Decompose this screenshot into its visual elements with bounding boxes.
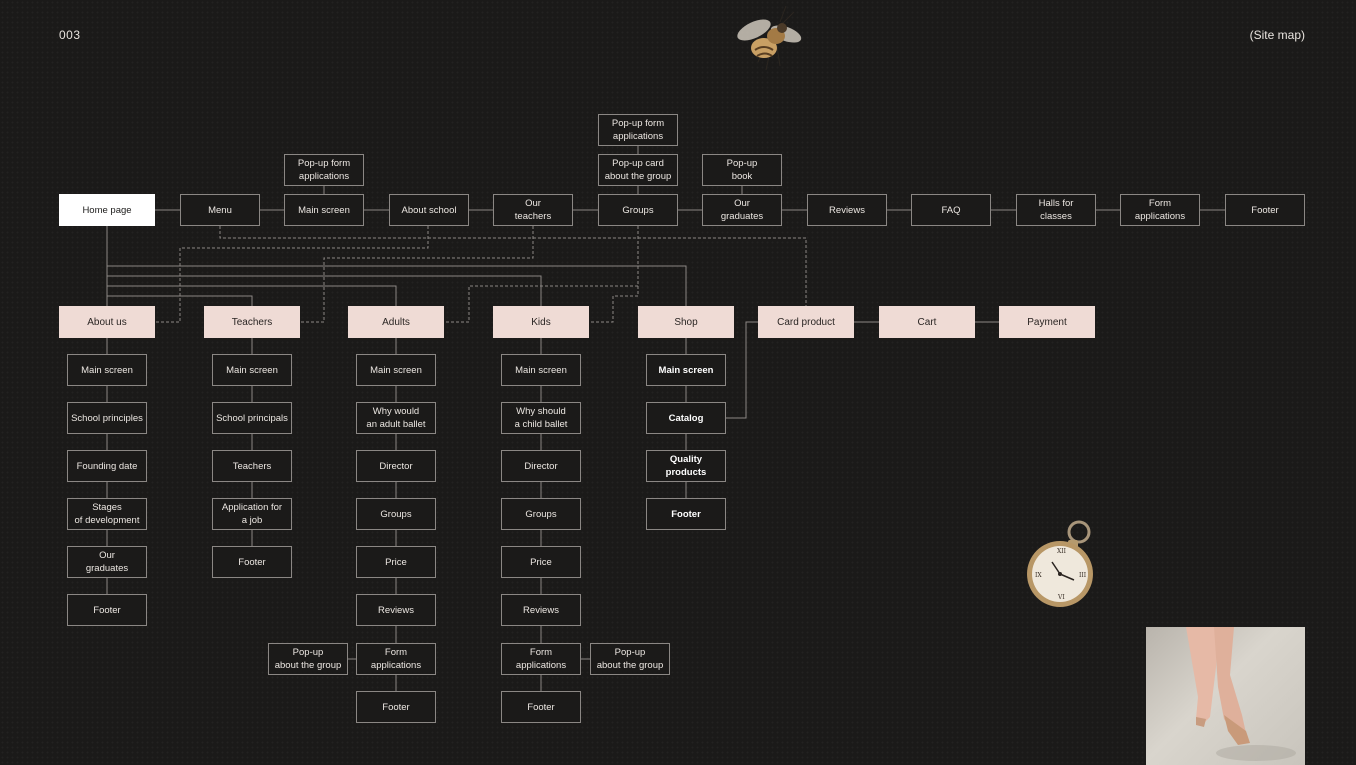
pocket-watch-illustration: XII III VI IX bbox=[1027, 520, 1093, 607]
shop-child-main-screen: Main screen bbox=[646, 354, 726, 386]
home-to-adults bbox=[107, 285, 397, 306]
adults-child-why-would-an-adult-ballet: Why would an adult ballet bbox=[356, 402, 436, 434]
kids-popup-about-group: Pop-up about the group bbox=[590, 643, 670, 675]
popup-node-popup-book: Pop-up book bbox=[702, 154, 782, 186]
section-teachers: Teachers bbox=[204, 306, 300, 338]
top-node-halls-for-classes: Halls for classes bbox=[1016, 194, 1096, 226]
top-node-groups: Groups bbox=[598, 194, 678, 226]
section-kids: Kids bbox=[493, 306, 589, 338]
kids-child-form-applications: Form applications bbox=[501, 643, 581, 675]
ballet-feet-photo bbox=[1146, 627, 1305, 765]
top-node-about-school: About school bbox=[389, 194, 469, 226]
teachers-child-teachers: Teachers bbox=[212, 450, 292, 482]
popup-node-popup-card-groups: Pop-up card about the group bbox=[598, 154, 678, 186]
svg-text:IX: IX bbox=[1035, 572, 1042, 579]
about-us-child-school-principles: School principles bbox=[67, 402, 147, 434]
teachers-child-application-for-a-job: Application for a job bbox=[212, 498, 292, 530]
top-node-faq: FAQ bbox=[911, 194, 991, 226]
bee-illustration bbox=[737, 5, 802, 71]
shop-child-catalog: Catalog bbox=[646, 402, 726, 434]
popup-node-popup-form-main: Pop-up form applications bbox=[284, 154, 364, 186]
adults-popup-about-group: Pop-up about the group bbox=[268, 643, 348, 675]
home-to-kids bbox=[107, 275, 542, 306]
section-tag: (Site map) bbox=[1249, 28, 1305, 42]
top-node-our-graduates: Our graduates bbox=[702, 194, 782, 226]
section-about-us: About us bbox=[59, 306, 155, 338]
adults-child-main-screen: Main screen bbox=[356, 354, 436, 386]
section-shop: Shop bbox=[638, 306, 734, 338]
about-us-child-footer: Footer bbox=[67, 594, 147, 626]
top-node-footer: Footer bbox=[1225, 194, 1305, 226]
adults-child-director: Director bbox=[356, 450, 436, 482]
menu-to-card-product-dashed bbox=[219, 226, 807, 306]
kids-child-why-should-a-child-ballet: Why should a child ballet bbox=[501, 402, 581, 434]
adults-child-form-applications: Form applications bbox=[356, 643, 436, 675]
popup-node-popup-form-groups: Pop-up form applications bbox=[598, 114, 678, 146]
kids-child-groups: Groups bbox=[501, 498, 581, 530]
kids-child-reviews: Reviews bbox=[501, 594, 581, 626]
adults-child-groups: Groups bbox=[356, 498, 436, 530]
commerce-card-product: Card product bbox=[758, 306, 854, 338]
about-us-child-main-screen: Main screen bbox=[67, 354, 147, 386]
top-node-menu: Menu bbox=[180, 194, 260, 226]
kids-child-price: Price bbox=[501, 546, 581, 578]
teachers-child-footer: Footer bbox=[212, 546, 292, 578]
commerce-cart: Cart bbox=[879, 306, 975, 338]
adults-child-reviews: Reviews bbox=[356, 594, 436, 626]
adults-child-footer: Footer bbox=[356, 691, 436, 723]
about-us-child-founding-date: Founding date bbox=[67, 450, 147, 482]
groups-to-kids-dashed bbox=[589, 286, 639, 323]
svg-text:III: III bbox=[1079, 572, 1087, 579]
top-node-reviews: Reviews bbox=[807, 194, 887, 226]
home-to-teachers bbox=[107, 295, 253, 306]
top-node-home-page: Home page bbox=[59, 194, 155, 226]
page-number: 003 bbox=[59, 28, 81, 42]
section-adults: Adults bbox=[348, 306, 444, 338]
adults-child-price: Price bbox=[356, 546, 436, 578]
top-node-main-screen: Main screen bbox=[284, 194, 364, 226]
svg-text:XII: XII bbox=[1057, 548, 1067, 555]
about-us-child-our-graduates: Our graduates bbox=[67, 546, 147, 578]
kids-child-main-screen: Main screen bbox=[501, 354, 581, 386]
teachers-child-main-screen: Main screen bbox=[212, 354, 292, 386]
kids-child-director: Director bbox=[501, 450, 581, 482]
kids-child-footer: Footer bbox=[501, 691, 581, 723]
commerce-payment: Payment bbox=[999, 306, 1095, 338]
about-us-child-stages-of-development: Stages of development bbox=[67, 498, 147, 530]
top-node-form-applications: Form applications bbox=[1120, 194, 1200, 226]
shop-child-footer: Footer bbox=[646, 498, 726, 530]
home-to-shop bbox=[107, 265, 687, 306]
svg-text:VI: VI bbox=[1057, 594, 1065, 601]
shop-child-quality-products: Quality products bbox=[646, 450, 726, 482]
top-node-our-teachers: Our teachers bbox=[493, 194, 573, 226]
teachers-child-school-principals: School principals bbox=[212, 402, 292, 434]
